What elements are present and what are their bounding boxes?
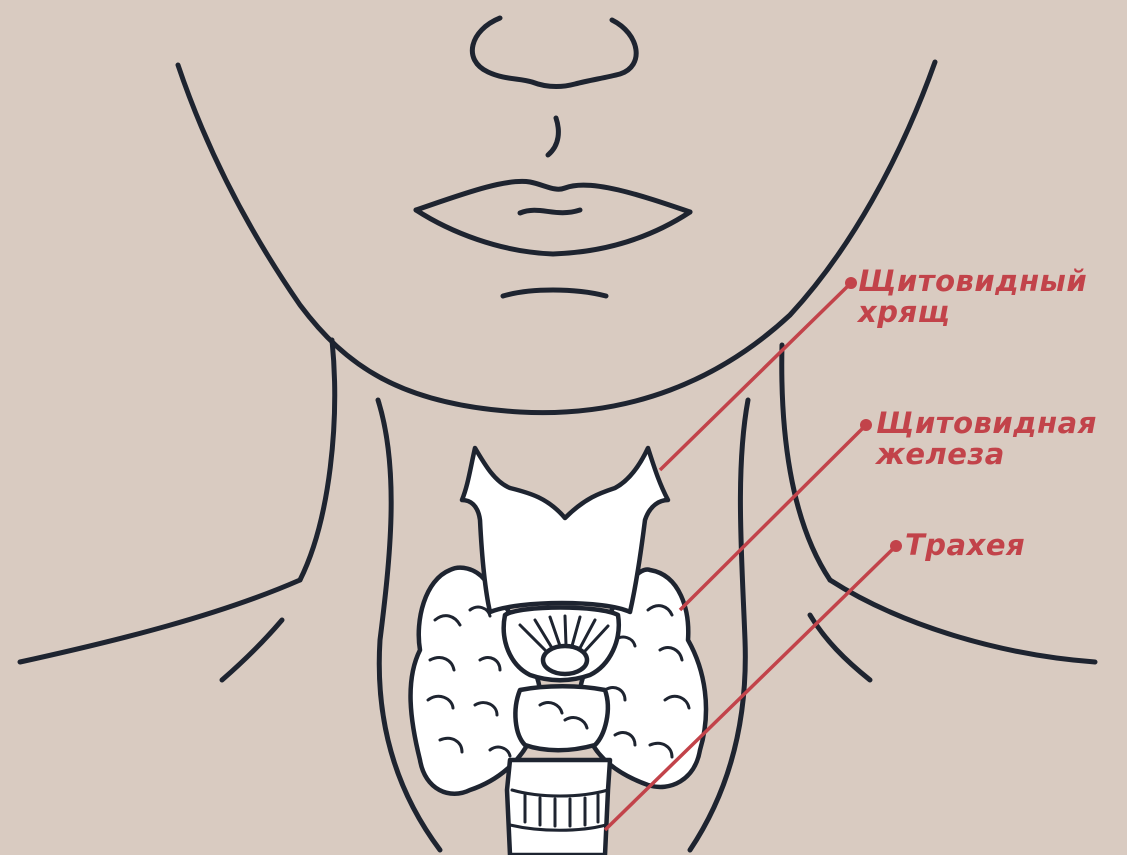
shoulder-right (830, 580, 1095, 662)
lower-lip (416, 210, 690, 254)
collarbone-left (222, 620, 282, 680)
label-trachea: Трахея (905, 530, 1025, 561)
philtrum (548, 118, 558, 155)
label-thyroid-cartilage-line1: Щитовидный (858, 266, 1087, 297)
jaw-outline (178, 62, 935, 413)
upper-lip (416, 181, 690, 212)
label-thyroid-cartilage: Щитовидный хрящ (858, 266, 1087, 328)
label-thyroid-gland-line2: железа (876, 439, 1097, 470)
label-trachea-line1: Трахея (905, 530, 1025, 561)
cricoid-center (543, 646, 587, 674)
trachea (507, 760, 610, 855)
lip-line (520, 210, 580, 213)
neck-right (782, 345, 830, 580)
nose (472, 18, 636, 86)
collarbone-right (810, 615, 870, 680)
label-thyroid-gland: Щитовидная железа (876, 408, 1097, 470)
leader-cartilage (660, 283, 851, 470)
label-thyroid-cartilage-line2: хрящ (858, 297, 1087, 328)
muscle-right (690, 400, 748, 850)
neck-left (300, 340, 335, 580)
chin-line (503, 290, 606, 296)
leader-gland-dot (860, 419, 872, 431)
leader-cartilage-dot (845, 277, 857, 289)
leader-trachea-dot (890, 540, 902, 552)
thyroid-isthmus (515, 686, 607, 750)
label-thyroid-gland-line1: Щитовидная (876, 408, 1097, 439)
thyroid-cartilage (462, 448, 668, 612)
